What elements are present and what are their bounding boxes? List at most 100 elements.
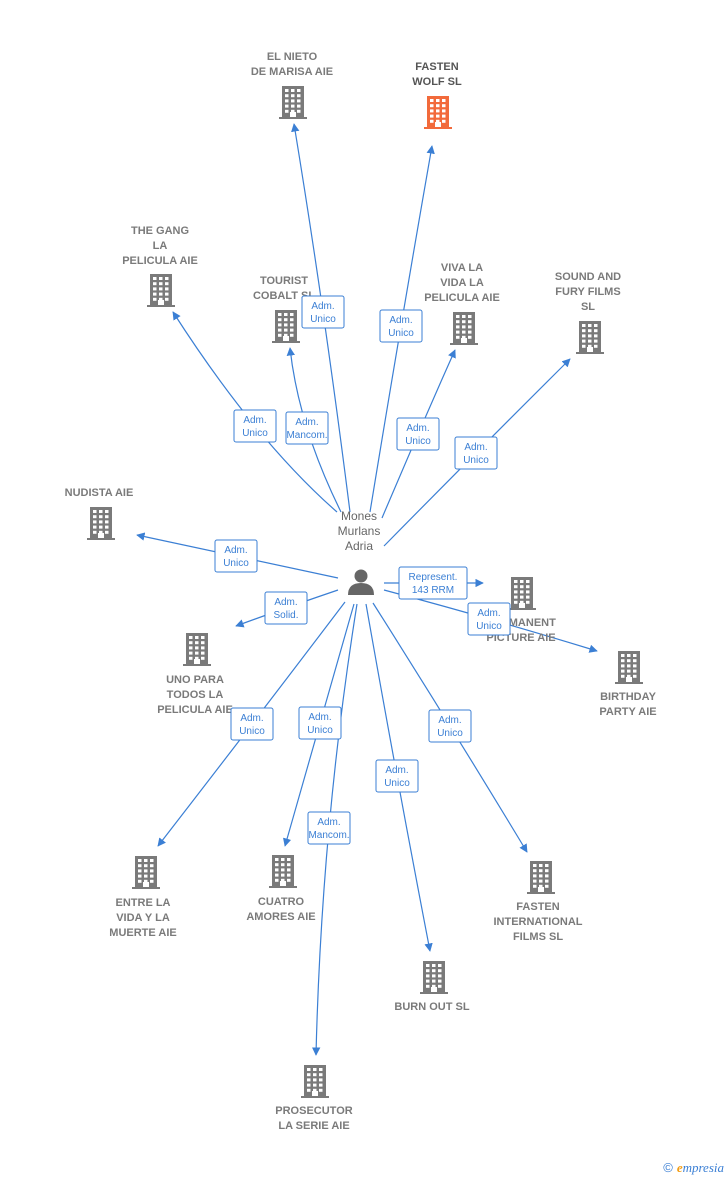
- brand-initial: e: [676, 1160, 683, 1175]
- company-label: COBALT SL: [253, 290, 315, 302]
- role-text: Unico: [437, 728, 463, 739]
- role-badge-prosecutor[interactable]: Adm.Mancom.: [307, 811, 351, 845]
- role-badge-fasten-wolf[interactable]: Adm.Unico: [379, 309, 423, 343]
- role-text: Adm.: [274, 597, 297, 608]
- building-icon[interactable]: [147, 274, 175, 307]
- role-text: Unico: [463, 455, 489, 466]
- role-text: Adm.: [477, 608, 500, 619]
- role-text: Unico: [310, 314, 336, 325]
- building-icon[interactable]: [132, 856, 160, 889]
- company-label: BURN OUT SL: [394, 1001, 469, 1013]
- role-text: Unico: [476, 621, 502, 632]
- building-icon[interactable]: [527, 861, 555, 894]
- building-icon[interactable]: [269, 855, 297, 888]
- role-badge-viva-la-vida[interactable]: Adm.Unico: [396, 417, 440, 451]
- company-label: TOURIST: [260, 275, 308, 287]
- company-node-nudista[interactable]: NUDISTA AIE: [65, 487, 134, 540]
- role-text: Adm.: [295, 417, 318, 428]
- role-badge-nudista[interactable]: Adm.Unico: [214, 539, 258, 573]
- building-icon[interactable]: [424, 96, 452, 129]
- company-node-burn-out[interactable]: BURN OUT SL: [394, 961, 470, 1013]
- role-badge-entre-la-vida[interactable]: Adm.Unico: [230, 707, 274, 741]
- company-label: CUATRO: [258, 896, 305, 908]
- company-label: PELICULA AIE: [157, 704, 233, 716]
- brand-watermark: ©empresia: [663, 1160, 724, 1176]
- company-label: VIVA LA: [441, 262, 483, 274]
- building-icon[interactable]: [450, 312, 478, 345]
- company-label: MUERTE AIE: [109, 927, 176, 939]
- role-text: Represent.: [409, 572, 458, 583]
- company-node-uno-para-todos[interactable]: UNO PARA TODOS LA PELICULA AIE: [157, 633, 233, 716]
- building-icon[interactable]: [301, 1065, 329, 1098]
- role-text: Solid.: [273, 610, 298, 621]
- company-label: EL NIETO: [267, 51, 318, 63]
- company-label: INTERNATIONAL: [493, 916, 582, 928]
- role-badge-cuatro-amores[interactable]: Adm.Unico: [298, 706, 342, 740]
- role-text: Adm.: [406, 423, 429, 434]
- role-text: Adm.: [224, 545, 247, 556]
- company-node-tourist-cobalt[interactable]: TOURIST COBALT SL: [253, 275, 315, 343]
- role-text: Unico: [388, 328, 414, 339]
- company-label: ENTRE LA: [116, 897, 171, 909]
- company-label: FASTEN: [516, 901, 559, 913]
- person-icon[interactable]: [348, 569, 374, 596]
- company-label: UNO PARA: [166, 674, 224, 686]
- building-icon[interactable]: [420, 961, 448, 994]
- role-text: Adm.: [464, 442, 487, 453]
- building-icon[interactable]: [576, 321, 604, 354]
- building-icon[interactable]: [87, 507, 115, 540]
- role-badge-burn-out[interactable]: Adm. Unico: [375, 759, 419, 793]
- role-text: Adm.: [438, 715, 461, 726]
- building-icon[interactable]: [508, 577, 536, 610]
- company-label: FASTEN: [415, 61, 458, 73]
- role-text: Mancom.: [286, 430, 327, 441]
- role-text: Mancom.: [308, 830, 349, 841]
- company-label: FURY FILMS: [555, 286, 620, 298]
- person-label: Adria: [345, 539, 373, 553]
- company-label: TODOS LA: [167, 689, 224, 701]
- building-icon[interactable]: [279, 86, 307, 119]
- role-text: Unico: [384, 778, 410, 789]
- role-badge-tourist-cobalt[interactable]: Adm. Mancom.: [285, 411, 329, 445]
- company-node-fasten-wolf[interactable]: FASTEN WOLF SL: [412, 61, 462, 129]
- building-icon[interactable]: [615, 651, 643, 684]
- role-badge-fasten-international[interactable]: Adm. Unico: [428, 709, 472, 743]
- role-text: Unico: [307, 725, 333, 736]
- company-label: PELICULA AIE: [122, 255, 198, 267]
- copyright-icon: ©: [663, 1160, 673, 1175]
- company-label: BIRTHDAY: [600, 691, 656, 703]
- role-text: Adm.: [385, 765, 408, 776]
- company-label: SL: [581, 301, 595, 313]
- building-icon[interactable]: [183, 633, 211, 666]
- company-label: WOLF SL: [412, 76, 462, 88]
- role-text: Adm.: [243, 415, 266, 426]
- company-node-prosecutor[interactable]: PROSECUTOR LA SERIE AIE: [275, 1065, 353, 1132]
- company-label: DE MARISA AIE: [251, 66, 333, 78]
- company-label: NUDISTA AIE: [65, 487, 134, 499]
- company-label: LA: [153, 240, 168, 252]
- role-badge-birthday-party[interactable]: Adm. Unico: [467, 602, 511, 636]
- company-label: PROSECUTOR: [275, 1105, 352, 1117]
- role-badge-uno-para-todos[interactable]: Adm. Solid.: [264, 591, 308, 625]
- brand-name: mpresia: [682, 1160, 724, 1175]
- company-node-el-nieto[interactable]: EL NIETO DE MARISA AIE: [251, 51, 333, 119]
- building-icon[interactable]: [272, 310, 300, 343]
- role-badge-sound-and-fury[interactable]: Adm. Unico: [454, 436, 498, 470]
- company-label: LA SERIE AIE: [278, 1120, 349, 1132]
- role-badge-the-gang[interactable]: Adm.Unico: [233, 409, 277, 443]
- person-label: Murlans: [338, 524, 381, 538]
- role-text: Unico: [239, 726, 265, 737]
- company-label: PELICULA AIE: [424, 292, 500, 304]
- role-badge-permanent-picture[interactable]: Represent.143 RRM: [398, 566, 468, 600]
- role-badge-el-nieto[interactable]: Adm.Unico: [301, 295, 345, 329]
